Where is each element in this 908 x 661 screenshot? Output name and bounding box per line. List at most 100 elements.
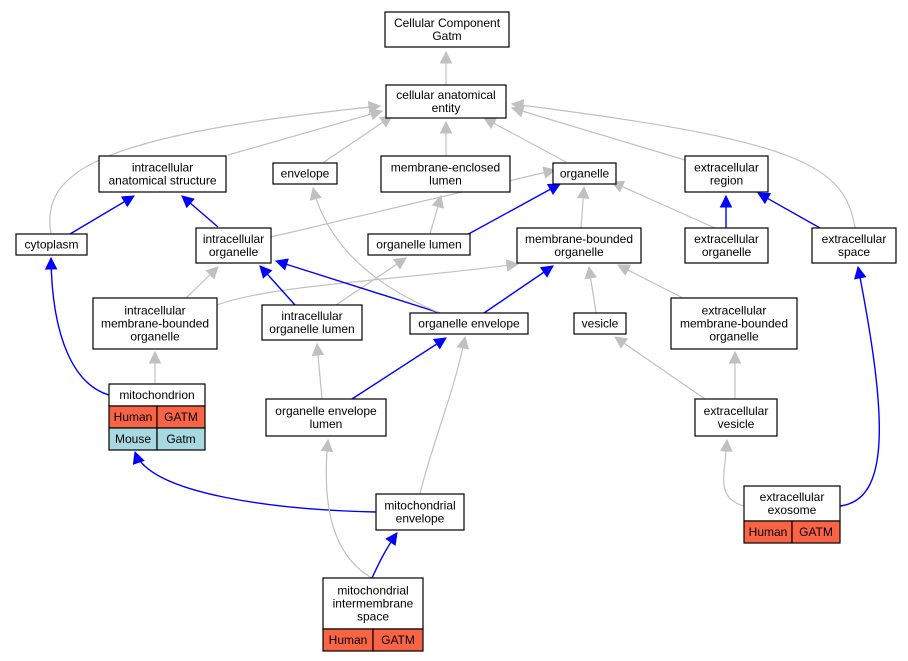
node-label-line: cytoplasm — [24, 238, 78, 252]
edge-ecv-to-ves-is-a — [614, 336, 706, 400]
edge-oe-to-env-is-a — [309, 186, 441, 314]
edge-arrowhead — [617, 264, 632, 276]
gene-cell — [156, 427, 206, 451]
node-box — [552, 162, 617, 185]
node-label-line: Gatm — [432, 29, 461, 43]
edge-line — [50, 257, 110, 396]
node-box — [15, 233, 88, 256]
species-label: Human — [749, 525, 788, 539]
edge-line — [312, 187, 441, 314]
node-box — [694, 398, 778, 437]
edge-arrowhead — [385, 532, 398, 547]
edge-cyt-to-ias-part-of — [69, 195, 135, 235]
edge-arrowhead — [259, 265, 273, 279]
edge-line — [614, 336, 706, 400]
node-label-line: intracellular — [281, 309, 342, 323]
node-box — [811, 227, 897, 264]
edge-mito-to-imbo-is-a — [148, 350, 162, 384]
node-label-line: mitochondrial — [337, 584, 408, 598]
edge-arrowhead — [392, 257, 407, 270]
node-oe[interactable]: organelle envelope — [409, 312, 529, 335]
node-label-line: extracellular — [822, 232, 887, 246]
edge-line — [323, 115, 393, 163]
node-label-line: organelle — [709, 330, 759, 344]
edge-line — [839, 266, 880, 507]
node-label-line: organelle lumen — [376, 238, 461, 252]
edge-line — [227, 110, 383, 156]
species-label: Human — [329, 633, 368, 647]
edge-arrowhead — [720, 438, 733, 452]
gene-label: GATM — [799, 525, 833, 539]
edge-line — [511, 107, 686, 161]
edge-iol-to-ol-is-a — [335, 257, 407, 306]
node-box — [367, 233, 471, 256]
node-box — [265, 398, 387, 437]
node-box — [384, 11, 510, 48]
node-box — [375, 493, 465, 531]
node-cyt[interactable]: cytoplasm — [15, 233, 88, 256]
node-org[interactable]: organelle — [552, 162, 617, 185]
node-box — [684, 227, 769, 264]
node-ves[interactable]: vesicle — [573, 312, 627, 335]
edge-arrowhead — [367, 100, 382, 114]
edge-mis-to-oel-is-a — [320, 438, 373, 579]
edge-arrowhead — [369, 108, 384, 121]
edge-line — [483, 117, 567, 163]
node-label-line: intracellular — [124, 304, 185, 318]
node-box — [573, 312, 627, 335]
node-box — [261, 304, 363, 341]
edge-oe-to-mbo-part-of — [483, 265, 554, 314]
edge-ves-to-mbo-is-a — [584, 265, 597, 314]
edge-ecs-to-ecr-part-of — [757, 192, 821, 229]
node-label-line: extracellular — [760, 490, 825, 504]
node-label-line: extracellular — [694, 232, 759, 246]
node-label-line: organelle envelope — [418, 317, 520, 331]
edge-arrowhead — [439, 50, 453, 64]
node-box — [684, 155, 769, 193]
edge-arrowhead — [432, 337, 447, 350]
edge-arrowhead — [320, 438, 334, 453]
species-label: Human — [114, 410, 153, 424]
edge-line — [335, 257, 407, 306]
edge-oel-to-oe-part-of — [351, 337, 447, 400]
edge-embo-to-mbo-is-a — [617, 264, 684, 299]
gene-label: GATM — [164, 410, 198, 424]
edge-line — [419, 336, 466, 495]
node-label-line: intracellular — [132, 161, 193, 175]
edge-line — [275, 260, 441, 314]
node-label-line: anatomical structure — [108, 174, 216, 188]
node-label-line: envelope — [281, 167, 330, 181]
edge-line — [757, 192, 821, 229]
node-ol[interactable]: organelle lumen — [367, 233, 471, 256]
edge-me-to-mito-part-of — [132, 450, 377, 513]
node-label-line: mitochondrial — [384, 499, 455, 513]
edge-line — [611, 181, 716, 229]
node-env[interactable]: envelope — [272, 162, 338, 185]
node-label-line: Cellular Component — [394, 16, 501, 30]
edge-arrowhead — [539, 265, 554, 278]
node-box — [385, 84, 507, 119]
edge-arrowhead — [584, 265, 597, 280]
edge-arrowhead — [309, 186, 322, 201]
edge-arrowhead — [120, 195, 135, 208]
